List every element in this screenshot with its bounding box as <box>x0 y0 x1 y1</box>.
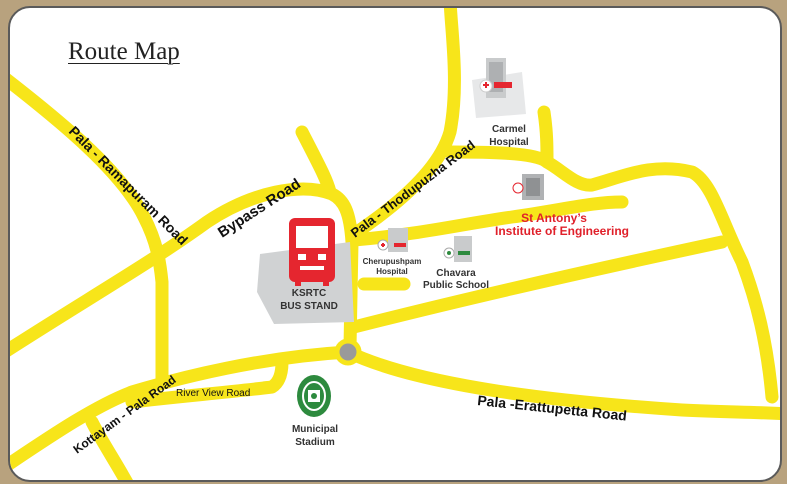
cherupushpam-label-2: Hospital <box>376 267 408 276</box>
roundabout-icon <box>334 338 362 366</box>
stadium-label-2: Stadium <box>295 437 335 448</box>
bus-stand-label-2: BUS STAND <box>280 301 338 312</box>
carmel-label-1: Carmel <box>492 124 526 135</box>
bus-icon <box>289 218 335 286</box>
st-antony-label-1: St Antony’s <box>521 211 587 225</box>
road-kottayam-south <box>85 415 133 480</box>
hospital-icon <box>377 228 408 252</box>
road-label-river-view: River View Road <box>176 388 250 399</box>
road-ramapuram <box>10 73 169 389</box>
chavara-label-1: Chavara <box>436 268 476 279</box>
school-icon <box>443 236 472 262</box>
road-thodupuzha <box>347 8 461 241</box>
road-bypass <box>10 182 359 357</box>
bus-stand-label-1: KSRTC <box>292 288 326 299</box>
school-icon <box>512 174 544 200</box>
map-title: Route Map <box>68 38 180 65</box>
road-east-2 <box>347 235 729 334</box>
road-bypass-north <box>295 125 337 199</box>
hospital-icon <box>472 58 526 118</box>
road-carmel-link <box>443 145 779 404</box>
road-erattupetta <box>341 345 780 420</box>
st-antony-label-2: Institute of Engineering <box>495 224 629 238</box>
carmel-label-2: Hospital <box>489 137 529 148</box>
road-river-view <box>125 355 289 409</box>
cherupushpam-label-1: Cherupushpam <box>363 257 422 266</box>
route-map[interactable]: Pala - Ramapuram Road Bypass Road Pala -… <box>10 8 782 482</box>
road-carmel-spur <box>537 105 554 167</box>
road-label-ramapuram: Pala - Ramapuram Road <box>66 123 191 248</box>
chavara-label-2: Public School <box>423 280 489 291</box>
route-map-frame: Pala - Ramapuram Road Bypass Road Pala -… <box>8 6 782 482</box>
stadium-icon <box>297 375 331 417</box>
stadium-label-1: Municipal <box>292 424 338 435</box>
road-kottayam <box>10 345 355 472</box>
